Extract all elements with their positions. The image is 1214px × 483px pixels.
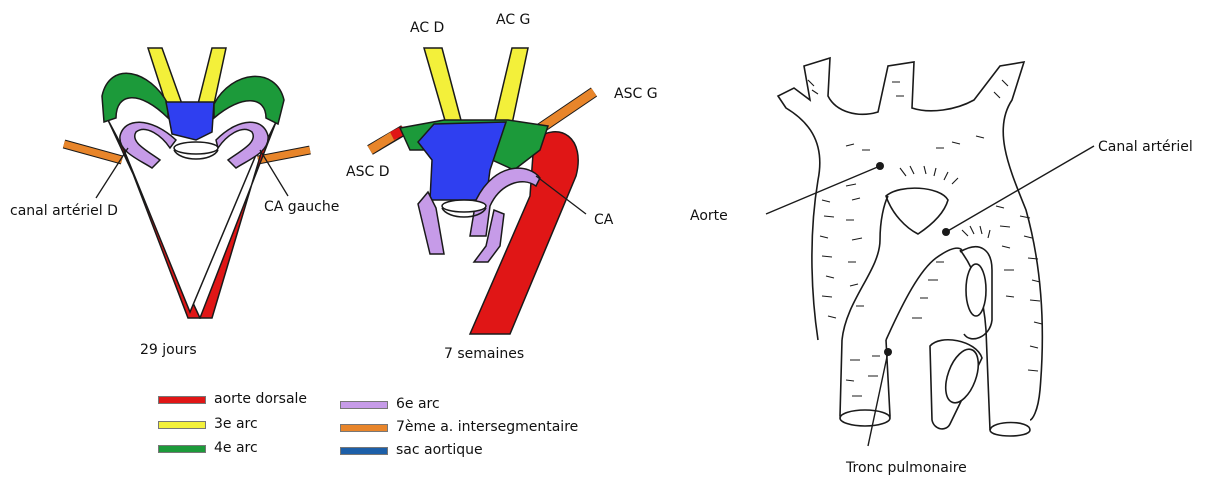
fourth-arch-right bbox=[214, 76, 284, 124]
label-asc-d: ASC D bbox=[346, 164, 389, 180]
legend-label: 6e arc bbox=[396, 396, 440, 412]
legend-swatch bbox=[158, 445, 206, 453]
legend-swatch bbox=[158, 396, 206, 404]
right-common-carotid-7w bbox=[424, 48, 462, 124]
legend-swatch bbox=[340, 447, 388, 455]
ductus-window bbox=[886, 188, 948, 234]
label-aorte: Aorte bbox=[690, 208, 728, 224]
legend-label: aorte dorsale bbox=[214, 391, 307, 407]
label-ca-gauche: CA gauche bbox=[264, 199, 339, 215]
label-canal-arteriel: Canal artériel bbox=[1098, 139, 1193, 155]
leader-tronc bbox=[868, 352, 888, 446]
legend-label: sac aortique bbox=[396, 442, 483, 458]
outflow-ring-29d bbox=[174, 142, 218, 154]
outflow-ring-7w bbox=[442, 200, 486, 212]
aorta-outline bbox=[778, 58, 1042, 420]
left-common-carotid-7w bbox=[494, 48, 528, 124]
legend-label: 7ème a. intersegmentaire bbox=[396, 419, 578, 435]
label-ac-d: AC D bbox=[410, 20, 444, 36]
sixth-arch-7w-left bbox=[418, 192, 444, 254]
label-ca: CA bbox=[594, 212, 613, 228]
caption-7-semaines: 7 semaines bbox=[444, 346, 524, 362]
legend-swatch bbox=[340, 424, 388, 432]
legend-label: 4e arc bbox=[214, 440, 258, 456]
legend-swatch bbox=[158, 421, 206, 429]
leader-canal-arteriel bbox=[946, 146, 1094, 232]
hatching bbox=[808, 80, 1042, 396]
legend-label: 3e arc bbox=[214, 416, 258, 432]
label-ac-g: AC G bbox=[496, 12, 530, 28]
label-tronc-pulmonaire: Tronc pulmonaire bbox=[846, 460, 967, 476]
panel-29-days bbox=[64, 48, 310, 318]
label-asc-g: ASC G bbox=[614, 86, 658, 102]
panel-adult-anatomy bbox=[766, 58, 1094, 446]
panel-7-weeks bbox=[370, 48, 594, 334]
label-canal-arteriel-d: canal artériel D bbox=[10, 203, 118, 219]
aortic-sac-29d bbox=[166, 102, 214, 140]
legend-swatch bbox=[340, 401, 388, 409]
leader-aorte bbox=[766, 166, 880, 214]
caption-29-jours: 29 jours bbox=[140, 342, 197, 358]
